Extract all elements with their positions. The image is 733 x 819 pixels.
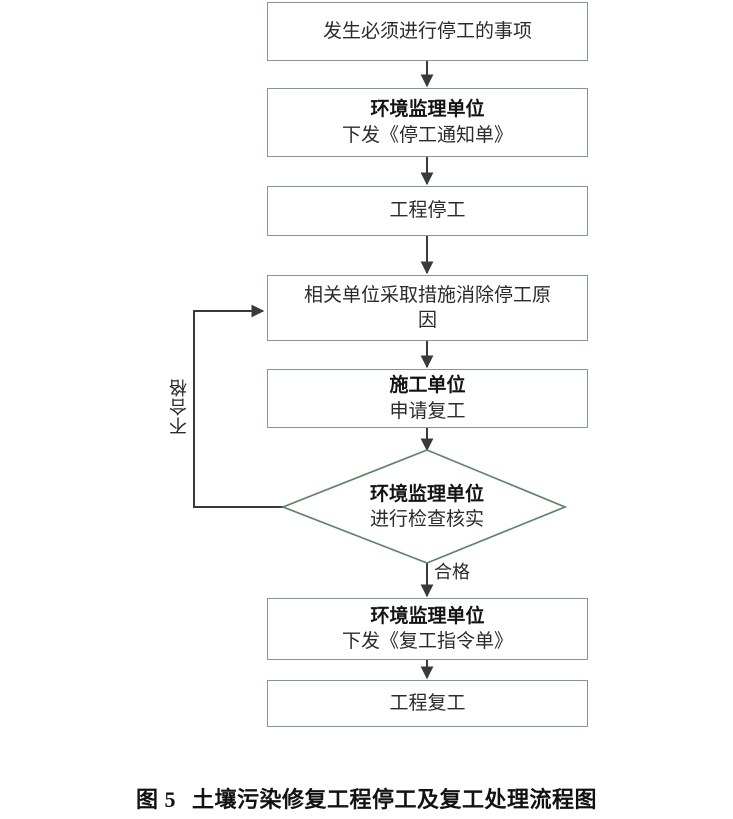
node-n5-line-0: 施工单位	[389, 375, 466, 397]
node-n2-line-0: 环境监理单位	[370, 99, 485, 121]
node-n7-line-1: 下发《复工指令单》	[341, 631, 513, 652]
node-n5[interactable]: 施工单位 申请复工	[267, 369, 588, 428]
connector-n6-n4-feedback	[193, 304, 283, 508]
node-n2[interactable]: 环境监理单位 下发《停工通知单》	[267, 88, 588, 157]
node-n4-line-0: 相关单位采取措施消除停工原	[303, 284, 551, 306]
node-n1-line-0: 发生必须进行停工的事项	[322, 20, 532, 42]
node-n8[interactable]: 工程复工	[267, 680, 588, 727]
node-n2-line-1: 下发《停工通知单》	[341, 124, 513, 146]
node-n3-line-0: 工程停工	[389, 200, 466, 222]
node-n7-line-0: 环境监理单位	[370, 605, 485, 627]
edge-label-pass: 合格	[434, 562, 470, 582]
node-n8-line-0: 工程复工	[389, 692, 466, 714]
node-n3[interactable]: 工程停工	[267, 186, 588, 236]
decision-diamond	[280, 449, 568, 564]
node-n6-line-0: 环境监理单位	[369, 483, 484, 505]
node-n4[interactable]: 相关单位采取措施消除停工原 因	[267, 275, 588, 341]
node-n6[interactable]: 环境监理单位 进行检查核实	[307, 472, 547, 542]
node-n4-line-1: 因	[417, 310, 437, 331]
node-n6-line-1: 进行检查核实	[369, 509, 484, 530]
node-n1[interactable]: 发生必须进行停工的事项	[267, 2, 588, 61]
figure-number: 图 5	[135, 787, 176, 812]
edge-label-fail: 不合格	[169, 378, 189, 435]
node-n5-line-1: 申请复工	[389, 400, 466, 422]
figure-caption: 图 5 土壤污染修复工程停工及复工处理流程图	[0, 782, 733, 814]
figure-caption-text: 土壤污染修复工程停工及复工处理流程图	[192, 787, 598, 812]
node-n7[interactable]: 环境监理单位 下发《复工指令单》	[267, 598, 588, 660]
